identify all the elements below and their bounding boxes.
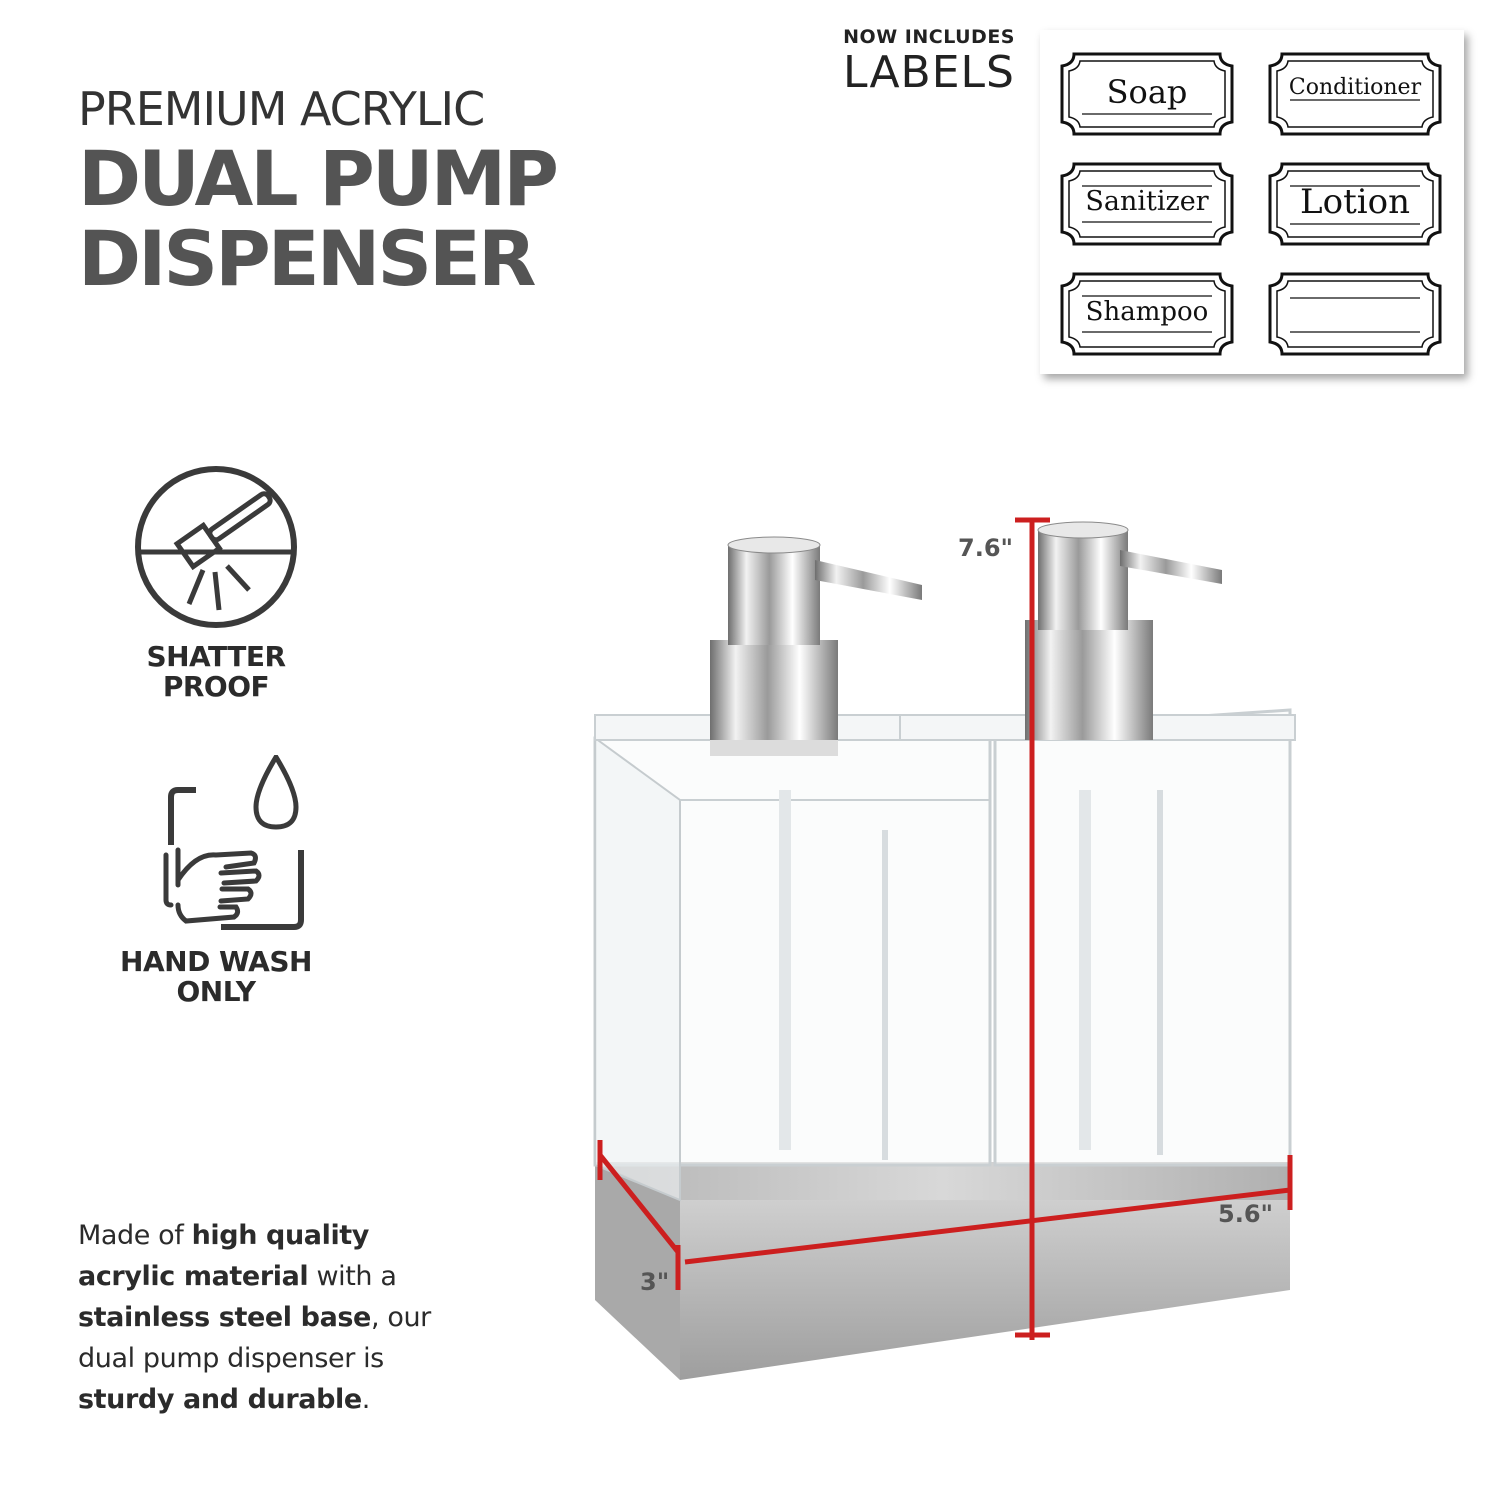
labels-promo-big: LABELS — [842, 47, 1015, 98]
label-text: Lotion — [1300, 182, 1410, 222]
shatter-proof-icon — [135, 466, 297, 628]
label-blank — [1268, 272, 1442, 356]
description-bold: stainless steel base — [78, 1302, 371, 1333]
width-label: 5.6" — [1218, 1200, 1274, 1228]
label-text: Sanitizer — [1085, 186, 1209, 217]
label-frame-icon — [1268, 52, 1442, 136]
feature-handwash-line1: HAND WASH — [120, 945, 312, 978]
dimension-lines — [597, 517, 1293, 1340]
label-sanitizer: Sanitizer — [1060, 162, 1234, 246]
label-frame-icon — [1268, 162, 1442, 246]
labels-promo-small: NOW INCLUDES — [843, 26, 1015, 48]
label-frame-icon — [1060, 272, 1234, 356]
feature-shatter-line1: SHATTER — [146, 640, 286, 673]
height-label: 7.6" — [958, 534, 1014, 562]
label-text: Soap — [1106, 73, 1188, 111]
description-text: with a — [308, 1261, 397, 1292]
label-lotion: Lotion — [1268, 162, 1442, 246]
description-text: . — [361, 1384, 371, 1415]
heading-subtitle: PREMIUM ACRYLIC — [78, 82, 485, 136]
description-bold: high quality acrylic material — [78, 1220, 370, 1292]
feature-handwash-line2: ONLY — [176, 975, 257, 1008]
label-sheet: Soap Conditioner Sanitizer Lotion — [1040, 30, 1464, 374]
feature-shatter-line2: PROOF — [162, 670, 270, 703]
feature-shatter-proof: SHATTER PROOF — [96, 462, 336, 702]
description-text: Made of — [78, 1220, 192, 1251]
depth-label: 3" — [640, 1268, 670, 1296]
product-image — [593, 517, 1296, 1380]
label-frame-icon — [1060, 52, 1234, 136]
heading-title-line1: DUAL PUMP — [78, 134, 559, 223]
label-frame-icon — [1268, 272, 1442, 356]
heading-title-line2: DISPENSER — [78, 214, 537, 303]
right-bottle — [899, 521, 1296, 1167]
label-conditioner: Conditioner — [1268, 52, 1442, 136]
product-description: Made of high quality acrylic material wi… — [78, 1215, 458, 1420]
label-text: Shampoo — [1085, 297, 1209, 327]
label-shampoo: Shampoo — [1060, 272, 1234, 356]
left-bottle — [593, 536, 996, 1202]
hand-wash-icon — [163, 755, 304, 930]
description-text: , our dual pump dispenser is — [78, 1302, 431, 1374]
label-soap: Soap — [1060, 52, 1234, 136]
steel-base — [595, 1162, 1290, 1380]
feature-hand-wash: HAND WASH ONLY — [96, 755, 336, 1007]
description-bold: sturdy and durable — [78, 1384, 362, 1415]
product-heading: PREMIUM ACRYLIC DUAL PUMP DISPENSER — [78, 80, 698, 298]
label-text: Conditioner — [1288, 75, 1422, 100]
labels-promo: NOW INCLUDES LABELS — [790, 24, 1015, 96]
label-frame-icon — [1060, 162, 1234, 246]
